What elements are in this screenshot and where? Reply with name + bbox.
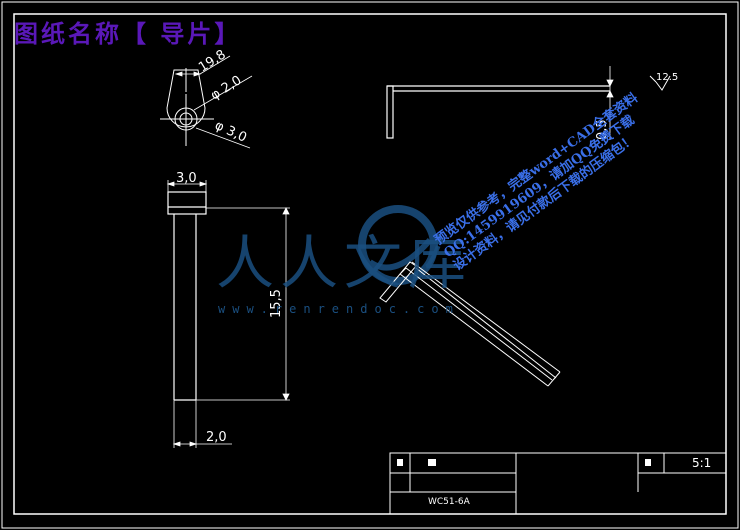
title-block-drawing-no: WC51-6A (428, 497, 471, 507)
diagonal-view (379, 261, 561, 387)
watermark-url: www.renrendoc.com (218, 302, 460, 316)
watermark-logo (358, 205, 438, 285)
dim-thick-2: 2,0 (206, 430, 227, 445)
roughness-symbol (649, 75, 671, 91)
drawing-title: 图纸名称【 导片】 (14, 19, 242, 48)
title-block-scale: 5:1 (692, 456, 711, 470)
lug-view (160, 68, 214, 146)
side-view-dimension (606, 66, 614, 140)
dim-19-8: 19,8 (196, 47, 229, 75)
dim-width-3: 3,0 (176, 171, 197, 186)
dim-height-15-5: 15,5 (269, 289, 284, 318)
side-view (386, 85, 610, 139)
dim-phi-3: φ 3,0 (212, 118, 249, 146)
inner-border (13, 13, 727, 515)
dim-t-0-5: 0,5 (595, 119, 610, 140)
watermark-brand: 人人文库 (216, 229, 473, 297)
title-block-marks (397, 459, 651, 466)
front-view-dimensions (166, 180, 290, 448)
lug-dimension-lines (174, 55, 253, 149)
roughness-value: 12.5 (656, 72, 678, 83)
front-view (167, 191, 207, 401)
dim-phi-2: φ 2,0 (208, 73, 244, 103)
title-block (389, 452, 727, 515)
